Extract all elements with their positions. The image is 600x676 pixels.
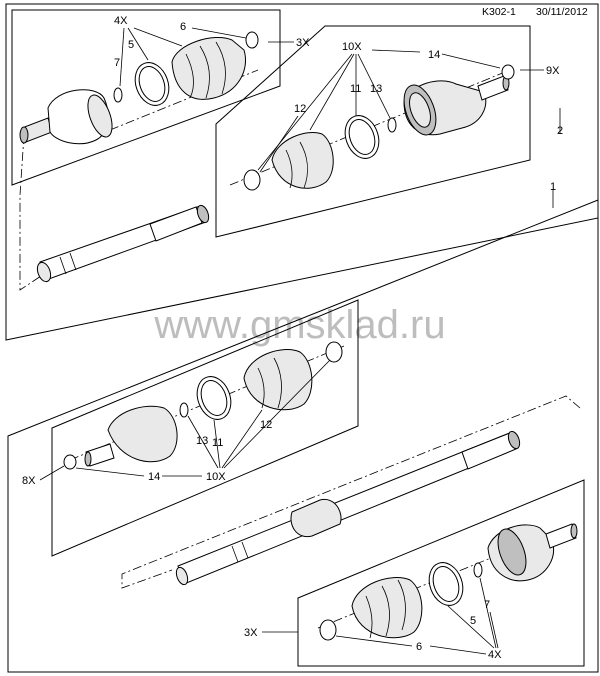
bottom-inner-qty-8x: 8X xyxy=(22,475,36,487)
top-outer-kit-frame xyxy=(11,9,281,186)
bottom-clip-12 xyxy=(325,341,343,363)
top-alignment-line xyxy=(19,134,51,291)
bottom-inner-leaders xyxy=(39,359,331,481)
top-outer-label-7: 7 xyxy=(114,57,120,69)
bottom-inner-boot xyxy=(243,349,313,411)
bottom-outer-label-5: 5 xyxy=(470,615,476,627)
top-outer-leaders xyxy=(119,27,294,87)
top-inner-boot xyxy=(271,132,334,189)
top-outer-joint xyxy=(19,89,113,145)
top-inner-kit-frame xyxy=(215,25,531,238)
top-clip-6 xyxy=(245,31,259,49)
top-inner-joint xyxy=(403,75,510,136)
top-inner-leaders xyxy=(257,49,544,173)
top-inner-label-13: 13 xyxy=(370,83,382,95)
assembly-2-number: 2 xyxy=(557,125,563,137)
top-circlip-13 xyxy=(387,117,397,133)
top-inner-qty-10x: 10X xyxy=(342,41,362,53)
bottom-inner-label-11: 11 xyxy=(212,437,223,449)
bottom-inner-joint xyxy=(84,405,178,467)
top-shaft xyxy=(36,204,210,283)
top-inner-label-12: 12 xyxy=(294,103,306,115)
top-clip-14 xyxy=(501,64,515,80)
bottom-outer-label-6: 6 xyxy=(416,641,422,653)
bottom-inner-kit-frame xyxy=(51,299,359,557)
bottom-outer-leaders xyxy=(262,577,499,655)
bottom-outer-label-7: 7 xyxy=(484,599,490,611)
bottom-circlip-13 xyxy=(179,402,189,418)
bottom-outer-kit-frame xyxy=(297,479,585,667)
diagram-date: 30/11/2012 xyxy=(536,6,588,18)
top-inner-qty-9x: 9X xyxy=(546,65,560,77)
bottom-outer-qty-3x: 3X xyxy=(244,627,258,639)
bottom-inner-label-14: 14 xyxy=(148,471,160,483)
bottom-clip-6 xyxy=(319,619,337,641)
top-outer-label-6: 6 xyxy=(180,21,186,33)
top-clip-12 xyxy=(243,169,261,191)
bottom-outer-joint xyxy=(487,523,578,582)
top-outer-qty-4x: 4X xyxy=(114,15,128,27)
bottom-outer-qty-4x: 4X xyxy=(488,649,502,661)
top-outer-boot xyxy=(171,36,246,100)
assembly-1-number: 1 xyxy=(550,181,556,193)
bottom-inner-qty-10x: 10X xyxy=(206,471,226,483)
bottom-clip-14 xyxy=(63,454,77,470)
top-inner-label-14: 14 xyxy=(428,49,440,61)
bottom-alignment-line xyxy=(121,395,581,589)
bottom-circlip-7 xyxy=(473,562,483,578)
top-circlip-7 xyxy=(113,87,123,103)
assembly-1-frame xyxy=(7,199,599,673)
bottom-outer-boot xyxy=(351,577,423,639)
top-outer-qty-3x: 3X xyxy=(296,37,310,49)
top-outer-label-5: 5 xyxy=(128,39,134,51)
diagram-code: K302-1 xyxy=(482,6,516,18)
bottom-shaft xyxy=(175,430,521,586)
